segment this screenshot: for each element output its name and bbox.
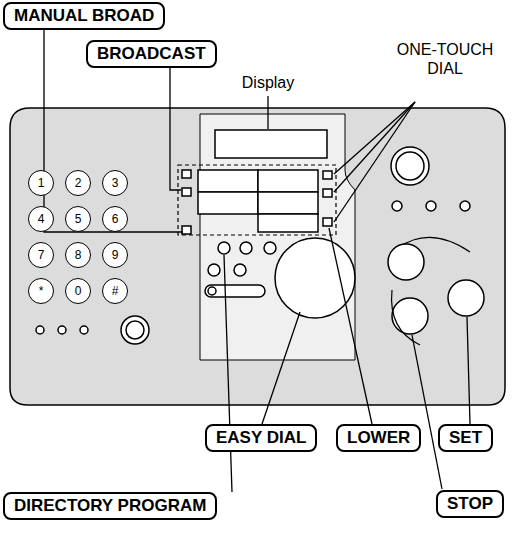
button-name: MANUAL BROAD [14, 6, 154, 25]
keypad-key: 7 [28, 242, 54, 268]
key-symbol: 9 [112, 248, 119, 262]
button-label-box: EASY DIAL [205, 424, 317, 452]
button-name: EASY DIAL [216, 428, 306, 447]
keypad-key: 8 [65, 242, 91, 268]
keypad-key: * [28, 278, 54, 304]
key-symbol: 1 [38, 176, 45, 190]
keypad-key: 0 [65, 278, 91, 304]
button-label-box: LOWER [336, 424, 421, 452]
button-label-box: STOP [436, 490, 504, 518]
key-symbol: # [112, 284, 119, 298]
key-symbol: 0 [75, 284, 82, 298]
key-symbol: * [39, 284, 44, 298]
part-label: ONE-TOUCH DIAL [380, 40, 510, 78]
button-name: BROADCAST [97, 44, 206, 63]
key-symbol: 2 [75, 176, 82, 190]
button-label-box: SET [438, 424, 493, 452]
button-name: LOWER [347, 428, 410, 447]
button-label-box: BROADCAST [86, 40, 217, 68]
part-label: Display [228, 73, 308, 92]
keypad-key: 2 [65, 170, 91, 196]
keypad-key: 5 [65, 206, 91, 232]
key-symbol: 4 [38, 212, 45, 226]
button-label-box: MANUAL BROAD [3, 2, 165, 30]
keypad-key: 6 [102, 206, 128, 232]
keypad-key: 9 [102, 242, 128, 268]
key-symbol: 5 [75, 212, 82, 226]
button-name: STOP [447, 494, 493, 513]
keypad-key: # [102, 278, 128, 304]
keypad-key: 1 [28, 170, 54, 196]
key-symbol: 6 [112, 212, 119, 226]
key-symbol: 3 [112, 176, 119, 190]
keypad-key: 3 [102, 170, 128, 196]
button-name: DIRECTORY PROGRAM [14, 496, 206, 515]
button-name: SET [449, 428, 482, 447]
button-label-box: DIRECTORY PROGRAM [3, 492, 217, 520]
keypad-key: 4 [28, 206, 54, 232]
key-symbol: 7 [38, 248, 45, 262]
key-symbol: 8 [75, 248, 82, 262]
